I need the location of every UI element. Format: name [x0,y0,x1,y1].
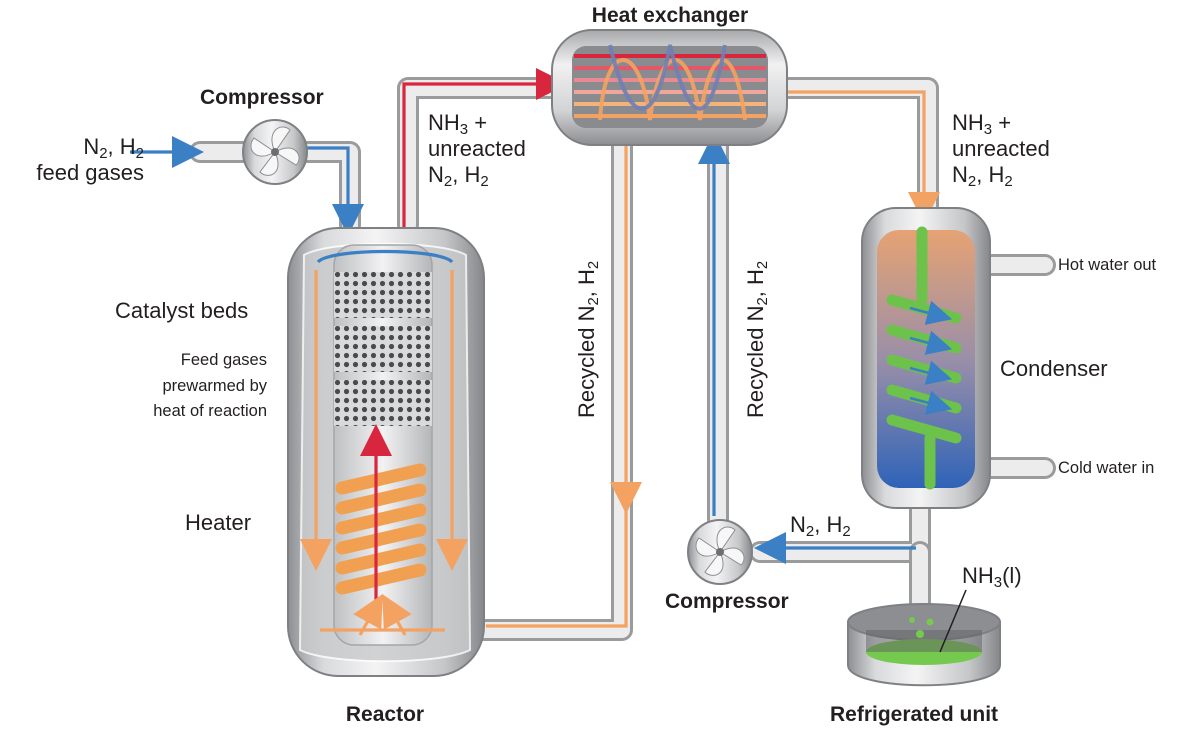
condenser-vessel [861,207,991,509]
reactor-output-n2h2: N2, H2 [428,161,489,191]
reactor-output-label: NH3 + unreacted N2, H2 [428,110,526,191]
compressor-top-unit [242,119,308,185]
condenser-label: Condenser [1000,356,1108,381]
prewarm-line-1: Feed gases [180,351,267,369]
feed-to-reactor-flow [300,146,364,236]
feed-gases-label: N2, H2 feed gases [14,134,144,186]
compressor-bottom-unit [687,519,753,585]
product-flow-to-exchanger [402,68,568,265]
exchanger-to-condenser-flow [785,90,940,224]
refrigerated-unit-vessel [847,589,1001,687]
catalyst-bed-3 [334,380,432,426]
exchanger-output-unreacted: unreacted [952,135,1050,161]
catalyst-bed-1 [334,272,432,318]
refrigerated-unit-label: Refrigerated unit [830,703,999,726]
cold-water-in-label: Cold water in [1058,459,1155,477]
heat-exchanger-label: Heat exchanger [591,4,749,27]
condenser-return-label: N2, H2 [790,512,851,541]
prewarm-line-2: prewarmed by [162,376,267,395]
exchanger-to-reactor-pipe [469,119,633,641]
pipes [189,77,1056,641]
reactor-label: Reactor [345,703,425,726]
prewarm-note: Feed gases prewarmed by heat of reaction [110,348,267,425]
exchanger-output-label: NH3 + unreacted N2, H2 [952,110,1050,191]
catalyst-beds-label: Catalyst beds [115,298,249,323]
heater-coil [335,463,427,595]
compressor-bottom-label: Compressor [665,590,789,613]
heat-exchanger-vessel [551,29,788,146]
reactor-output-nh3: NH3 + [428,110,488,139]
exchanger-output-nh3: NH3 + [952,110,1012,139]
exchanger-output-n2h2: N2, H2 [952,161,1013,191]
recycled-hot-label: Recycled N2, H2 [574,260,603,418]
compressor-top-label: Compressor [200,86,324,109]
prewarm-line-3: heat of reaction [153,402,267,421]
feed-formula: N2, H2 [83,134,144,163]
reactor-output-unreacted: unreacted [428,135,526,161]
exchanger-to-condenser-pipe [774,77,939,226]
feed-gases-text: feed gases [36,159,144,185]
heater-label: Heater [185,510,252,535]
hot-water-out-label: Hot water out [1058,256,1157,274]
flow-lines [130,68,940,628]
catalyst-bed-2 [334,326,432,372]
liquid-ammonia-label: NH3(l) [962,563,1022,592]
recycled-cold-label: Recycled N2, H2 [743,260,772,418]
reactor-vessel [287,227,485,677]
